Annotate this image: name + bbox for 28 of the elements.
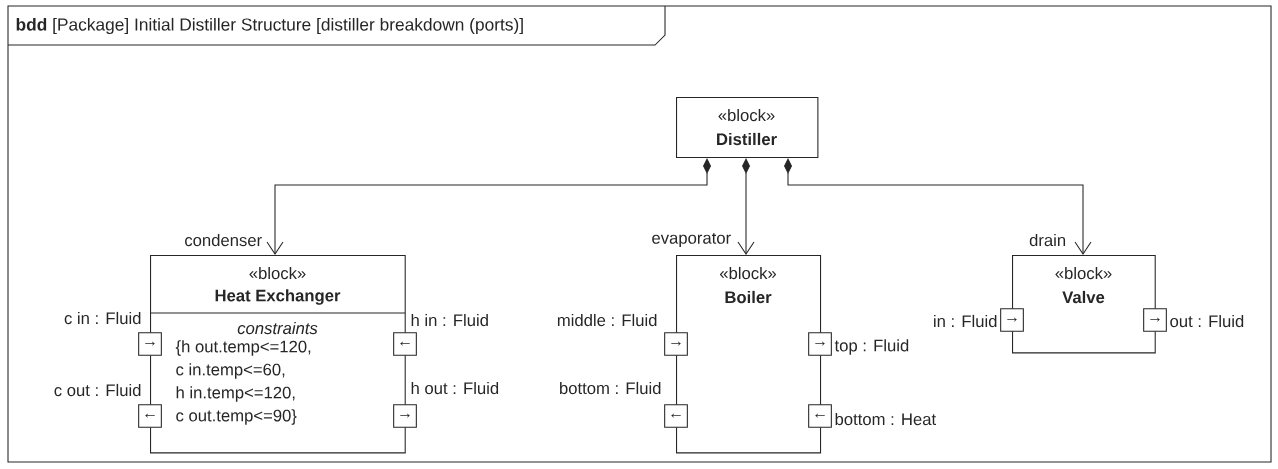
port-box: ← (808, 404, 832, 428)
composition-arrow (266, 158, 711, 255)
role-label: drain (1027, 232, 1068, 248)
block-box: «block» Distiller (676, 97, 819, 159)
port-label: c out : Fluid (54, 383, 141, 397)
role-label: evaporator (650, 231, 733, 249)
port-label: middle : Fluid (557, 313, 657, 327)
port-box: → (393, 404, 417, 428)
port-label: bottom : Heat (835, 412, 936, 426)
port-label: in : Fluid (934, 314, 997, 328)
port-box: ← (393, 332, 417, 356)
port-box: → (808, 332, 832, 356)
port-label: c in : Fluid (64, 311, 141, 325)
port-box: → (1000, 308, 1024, 332)
port-box: → (138, 332, 162, 356)
port-label: h out : Fluid (411, 381, 499, 395)
composition-arrow (784, 158, 1092, 255)
port-label: bottom : Fluid (560, 381, 661, 395)
port-box: ← (138, 404, 162, 428)
composition-arrow (737, 158, 755, 255)
port-label: top : Fluid (834, 339, 909, 355)
role-label: condenser (182, 232, 264, 248)
port-label: out : Fluid (1170, 314, 1244, 328)
port-label: h in : Fluid (411, 313, 488, 327)
port-box: → (664, 332, 688, 356)
port-box: → (1143, 308, 1167, 332)
frame-title: bdd [Package] Initial Distiller Structure [distiller breakdown (ports)] (16, 17, 523, 35)
port-box: ← (664, 404, 688, 428)
